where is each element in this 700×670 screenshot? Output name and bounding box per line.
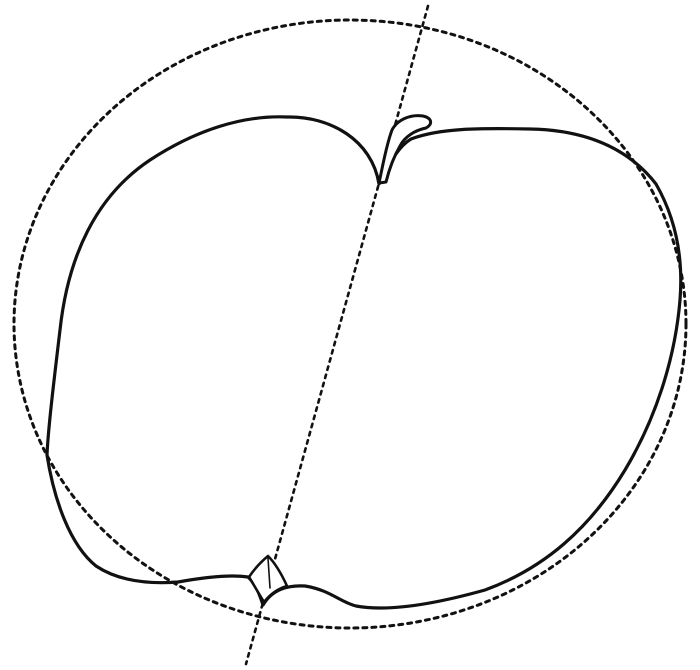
apple-outline (45, 115, 683, 610)
tilted-axis-line (244, 4, 430, 666)
apple-calyx (247, 554, 289, 604)
calyx-detail (267, 557, 271, 589)
guide-circle (12, 18, 688, 630)
apple-stem (377, 114, 432, 185)
